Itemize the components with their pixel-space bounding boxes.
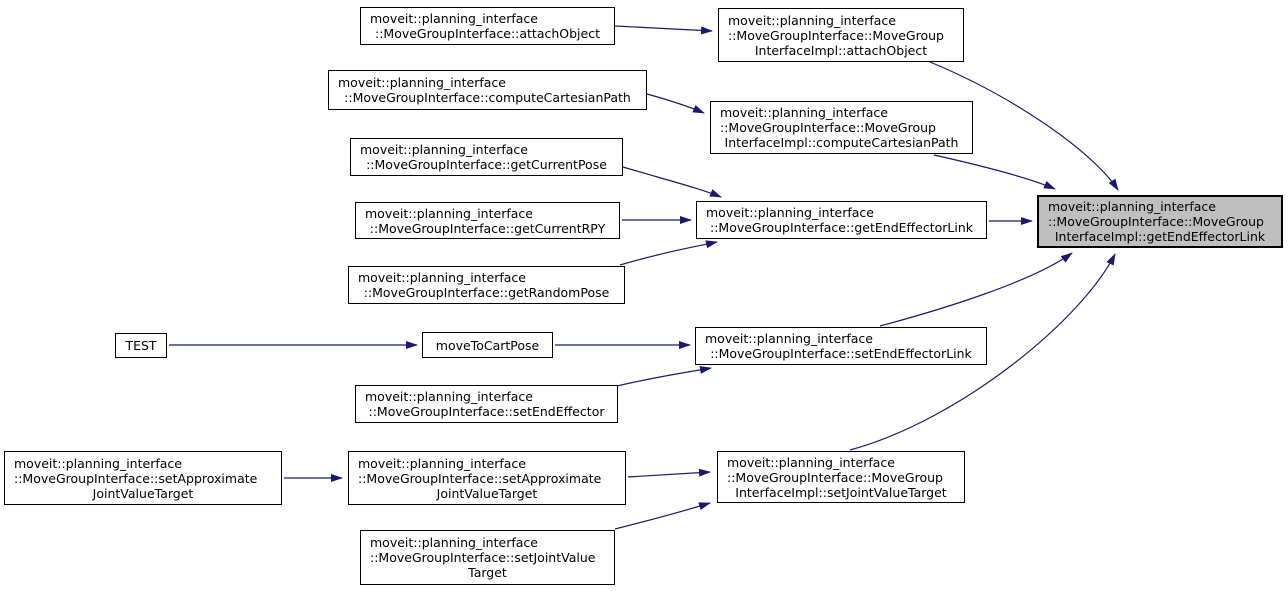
node-label-line: ::MoveGroupInterface::getEndEffectorLink <box>709 220 974 235</box>
node-label-line: InterfaceImpl::setJointValueTarget <box>735 484 947 500</box>
node-label-line: InterfaceImpl::getEndEffectorLink <box>1054 229 1266 244</box>
edge-computecartesianpath-to-impl <box>646 93 705 114</box>
node-label-line: moveit::planning_interface <box>370 535 538 550</box>
node-label-line: ::MoveGroupInterface::MoveGroup <box>1048 214 1264 229</box>
edge-getcurrentpose-to-getendeffectorlink <box>622 166 722 198</box>
node-label-line: ::MoveGroupInterface::setEndEffectorLink <box>710 346 972 361</box>
node-get-random-pose[interactable]: moveit::planning_interface ::MoveGroupIn… <box>348 266 625 304</box>
edge-attachobject-to-impl <box>614 25 713 35</box>
node-set-end-effector[interactable]: moveit::planning_interface ::MoveGroupIn… <box>355 385 618 423</box>
node-label-line: moveit::planning_interface <box>706 205 874 220</box>
node-label-line: ::MoveGroupInterface::setEndEffector <box>368 404 605 419</box>
node-compute-cartesian-path[interactable]: moveit::planning_interface ::MoveGroupIn… <box>328 70 647 110</box>
node-test[interactable]: TEST <box>115 333 167 358</box>
node-label-line: moveit::planning_interface <box>705 331 873 346</box>
edge-computecartesianpathimpl-to-getendeffectorlinkimpl <box>933 154 1056 190</box>
node-label-line: moveit::planning_interface <box>338 75 506 90</box>
node-label-line: JointValueTarget <box>92 485 194 501</box>
node-label-line: moveit::planning_interface <box>365 389 533 404</box>
edge-setendeffector-to-setendeffectorlink <box>616 365 712 387</box>
edge-attachobjectimpl-to-getendeffectorlinkimpl <box>929 61 1119 191</box>
node-label-line: moveit::planning_interface <box>360 142 528 157</box>
node-attach-object-impl[interactable]: moveit::planning_interface ::MoveGroupIn… <box>718 8 964 62</box>
node-label-line: moveit::planning_interface <box>358 270 526 285</box>
node-move-to-cart-pose[interactable]: moveToCartPose <box>422 332 553 358</box>
node-label-line: JointValueTarget <box>436 485 538 501</box>
node-set-joint-value-target-impl[interactable]: moveit::planning_interface ::MoveGroupIn… <box>717 451 965 503</box>
edge-setapproximate-to-setjointvaluetargetimpl <box>627 468 711 478</box>
node-label-line: ::MoveGroupInterface::setJointValue <box>370 550 596 565</box>
node-set-approximate-joint-value-target[interactable]: moveit::planning_interface ::MoveGroupIn… <box>348 451 626 505</box>
edge-setjointvaluetargetimpl-to-getendeffectorlinkimpl <box>849 253 1116 451</box>
node-label-line: moveit::planning_interface <box>358 455 526 471</box>
node-label-line: moveit::planning_interface <box>728 12 896 28</box>
node-label-line: ::MoveGroupInterface::MoveGroup <box>727 469 943 485</box>
node-set-joint-value-target[interactable]: moveit::planning_interface ::MoveGroupIn… <box>360 530 615 585</box>
node-label-line: moveit::planning_interface <box>365 205 533 221</box>
node-get-end-effector-link[interactable]: moveit::planning_interface ::MoveGroupIn… <box>696 201 987 239</box>
node-get-current-rpy[interactable]: moveit::planning_interface ::MoveGroupIn… <box>355 202 620 239</box>
edge-setendeffectorlink-to-getendeffectorlinkimpl <box>879 252 1073 327</box>
node-get-end-effector-link-impl-highlighted: moveit::planning_interface ::MoveGroupIn… <box>1037 195 1283 248</box>
node-label-line: moveit::planning_interface <box>1048 199 1216 214</box>
node-get-current-pose[interactable]: moveit::planning_interface ::MoveGroupIn… <box>350 138 623 176</box>
edge-setjointvaluetarget-to-impl <box>614 502 711 530</box>
node-label-line: ::MoveGroupInterface::getCurrentPose <box>366 157 607 172</box>
node-set-end-effector-link[interactable]: moveit::planning_interface ::MoveGroupIn… <box>695 327 987 365</box>
node-label-line: InterfaceImpl::attachObject <box>754 42 928 58</box>
node-label-line: ::MoveGroupInterface::getCurrentRPY <box>369 220 606 236</box>
node-label-line: Target <box>468 565 507 580</box>
node-label-line: ::MoveGroupInterface::getRandomPose <box>363 285 610 300</box>
node-label-line: ::MoveGroupInterface::attachObject <box>374 26 600 41</box>
node-label-line: moveToCartPose <box>435 337 540 353</box>
node-label-line: ::MoveGroupInterface::setApproximate <box>14 470 258 486</box>
node-label-line: TEST <box>125 338 157 353</box>
node-label-line: ::MoveGroupInterface::setApproximate <box>358 470 602 486</box>
node-label-line: ::MoveGroupInterface::MoveGroup <box>720 120 936 135</box>
node-label-line: ::MoveGroupInterface::computeCartesianPa… <box>344 90 631 105</box>
node-label-line: moveit::planning_interface <box>370 11 538 26</box>
node-label-line: ::MoveGroupInterface::MoveGroup <box>728 27 944 43</box>
node-label-line: moveit::planning_interface <box>720 105 888 120</box>
node-set-approximate-joint-value-target-caller[interactable]: moveit::planning_interface ::MoveGroupIn… <box>4 451 282 505</box>
node-label-line: moveit::planning_interface <box>727 454 895 470</box>
node-label-line: moveit::planning_interface <box>14 455 182 471</box>
edge-getrandompose-to-getendeffectorlink <box>619 240 718 266</box>
node-label-line: InterfaceImpl::computeCartesianPath <box>724 135 959 150</box>
node-attach-object[interactable]: moveit::planning_interface ::MoveGroupIn… <box>360 7 615 45</box>
node-compute-cartesian-path-impl[interactable]: moveit::planning_interface ::MoveGroupIn… <box>710 101 973 154</box>
